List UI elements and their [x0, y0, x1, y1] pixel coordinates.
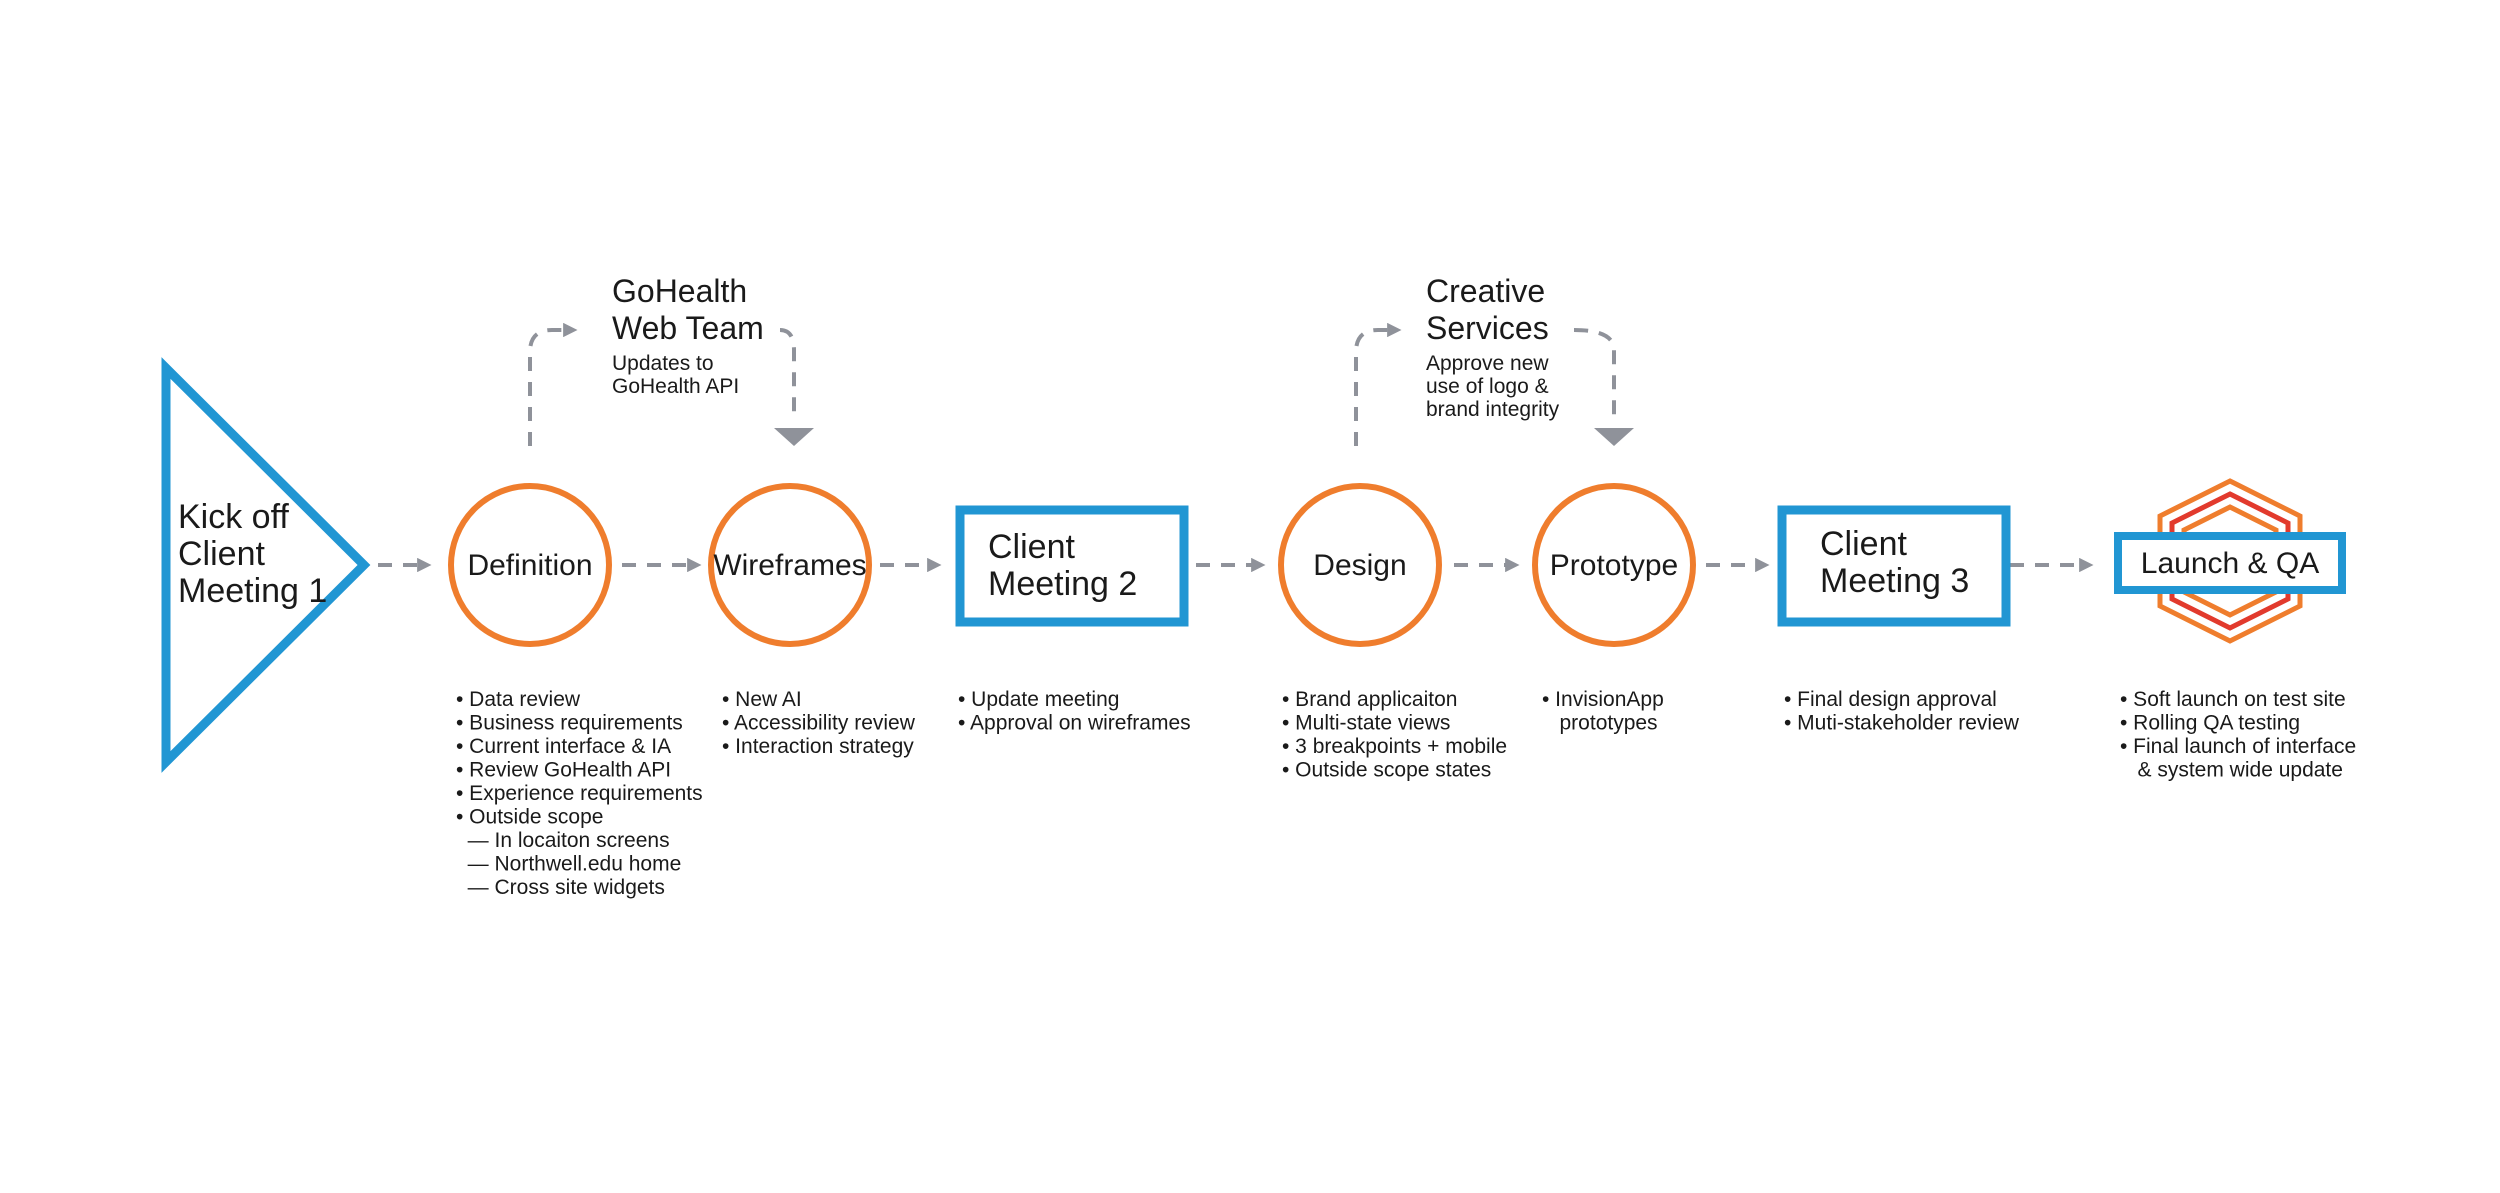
bullet-item: — In locaiton screens	[456, 829, 670, 852]
branch-connectors	[528, 322, 1616, 446]
meeting3-bullets: • Final design approval • Muti-stakehold…	[1784, 688, 2036, 735]
wireframes-node	[708, 483, 872, 647]
launch-octagon-outer	[2157, 478, 2303, 644]
bullet-item: • Muti-stakeholder review	[1784, 712, 2020, 735]
arrowhead-down-prototype	[1594, 428, 1634, 446]
definition-label: Definition	[467, 549, 592, 582]
kickoff-label: Kick off Client Meeting 1	[178, 498, 327, 610]
bullet-item: • Final design approval	[1784, 688, 1997, 711]
creative-title: Creative Services	[1426, 273, 1554, 346]
design-node	[1278, 483, 1442, 647]
bullet-item: • 3 breakpoints + mobile	[1282, 735, 1507, 758]
launch-badge	[2157, 478, 2303, 644]
creative-title-line: Services	[1426, 310, 1549, 346]
meeting3-node	[1777, 505, 2011, 627]
bullet-item: prototypes	[1542, 712, 1658, 735]
launch-octagon-inner	[2181, 504, 2279, 618]
bullet-item: — Northwell.edu home	[456, 853, 681, 876]
bullet-item: • Update meeting	[958, 688, 1119, 711]
branch-arrowheads	[774, 428, 1634, 446]
wireframes-label: Wireframes	[713, 549, 866, 582]
launch-bullets: • Soft launch on test site • Rolling QA …	[2120, 688, 2385, 782]
bullet-item: • Brand applicaiton	[1282, 688, 1457, 711]
definition-node	[448, 483, 612, 647]
gohealth-subtitle-line: Updates to	[612, 352, 714, 375]
bullet-item: • Outside scope	[456, 806, 603, 829]
gohealth-title-line: Web Team	[612, 310, 764, 346]
bullet-item: • Interaction strategy	[722, 735, 914, 758]
gohealth-title: GoHealth Web Team	[612, 273, 764, 346]
meeting2-label: Client Meeting 2	[988, 528, 1137, 603]
meeting2-node	[955, 505, 1189, 627]
prototype-bullets: • InvisionApp prototypes	[1542, 688, 1693, 735]
creative-subtitle: Approve new use of logo & brand integrit…	[1426, 352, 1560, 421]
design-bullets: • Brand applicaiton • Multi-state views …	[1282, 688, 1536, 782]
connector-gohealth-to-wireframes	[779, 328, 796, 420]
design-label: Design	[1313, 549, 1406, 582]
kickoff-label-line: Kick off	[178, 498, 289, 536]
bullet-item: • Data review	[456, 688, 581, 711]
launch-label: Launch & QA	[2141, 547, 2319, 580]
meeting2-label-line: Client	[988, 528, 1075, 566]
meeting2-label-line: Meeting 2	[988, 565, 1137, 603]
bullet-item: • Approval on wireframes	[958, 712, 1191, 735]
gohealth-branch: GoHealth Web Team Updates to GoHealth AP…	[612, 273, 764, 398]
bullet-item: • Experience requirements	[456, 782, 703, 805]
prototype-node	[1532, 483, 1696, 647]
bullet-item: • Soft launch on test site	[2120, 688, 2346, 711]
bullet-item: & system wide update	[2120, 759, 2343, 782]
wireframes-bullets: • New AI • Accessibility review • Intera…	[722, 688, 944, 758]
meeting3-label-line: Client	[1820, 525, 1907, 563]
meeting2-bullets: • Update meeting • Approval on wireframe…	[958, 688, 1208, 735]
kickoff-triangle	[161, 357, 371, 773]
definition-bullets: • Data review • Business requirements • …	[456, 688, 732, 899]
bullet-item: • InvisionApp	[1542, 688, 1664, 711]
kickoff-label-line: Meeting 1	[178, 572, 327, 610]
creative-title-line: Creative	[1426, 273, 1545, 309]
creative-subtitle-line: use of logo &	[1426, 375, 1549, 398]
connector-creative-to-prototype	[1573, 328, 1616, 420]
prototype-label: Prototype	[1550, 549, 1678, 582]
bullet-item: • Outside scope states	[1282, 759, 1491, 782]
launch-octagon-mid	[2169, 491, 2291, 631]
launch-node	[2114, 532, 2346, 594]
creative-subtitle-line: brand integrity	[1426, 398, 1560, 421]
creative-branch: Creative Services Approve new use of log…	[1426, 273, 1560, 421]
bullet-item: • Business requirements	[456, 712, 683, 735]
bullet-item: • Accessibility review	[722, 712, 916, 735]
bullet-item: • Rolling QA testing	[2120, 712, 2300, 735]
bullet-item: • Multi-state views	[1282, 712, 1450, 735]
bullet-item: • Current interface & IA	[456, 735, 671, 758]
arrowhead-down-wireframes	[774, 428, 814, 446]
creative-subtitle-line: Approve new	[1426, 352, 1549, 375]
gohealth-subtitle-line: GoHealth API	[612, 375, 739, 398]
kickoff-label-line: Client	[178, 535, 265, 573]
bullet-item: • New AI	[722, 688, 802, 711]
meeting3-label-line: Meeting 3	[1820, 562, 1969, 600]
connector-design-to-creative	[1354, 322, 1402, 446]
meeting3-label: Client Meeting 3	[1820, 525, 1969, 600]
connector-definition-to-gohealth	[528, 322, 578, 446]
bullet-item: • Review GoHealth API	[456, 759, 671, 782]
gohealth-subtitle: Updates to GoHealth API	[612, 352, 739, 398]
bullet-item: — Cross site widgets	[456, 876, 665, 899]
bullet-item: • Final launch of interface	[2120, 735, 2356, 758]
gohealth-title-line: GoHealth	[612, 273, 747, 309]
